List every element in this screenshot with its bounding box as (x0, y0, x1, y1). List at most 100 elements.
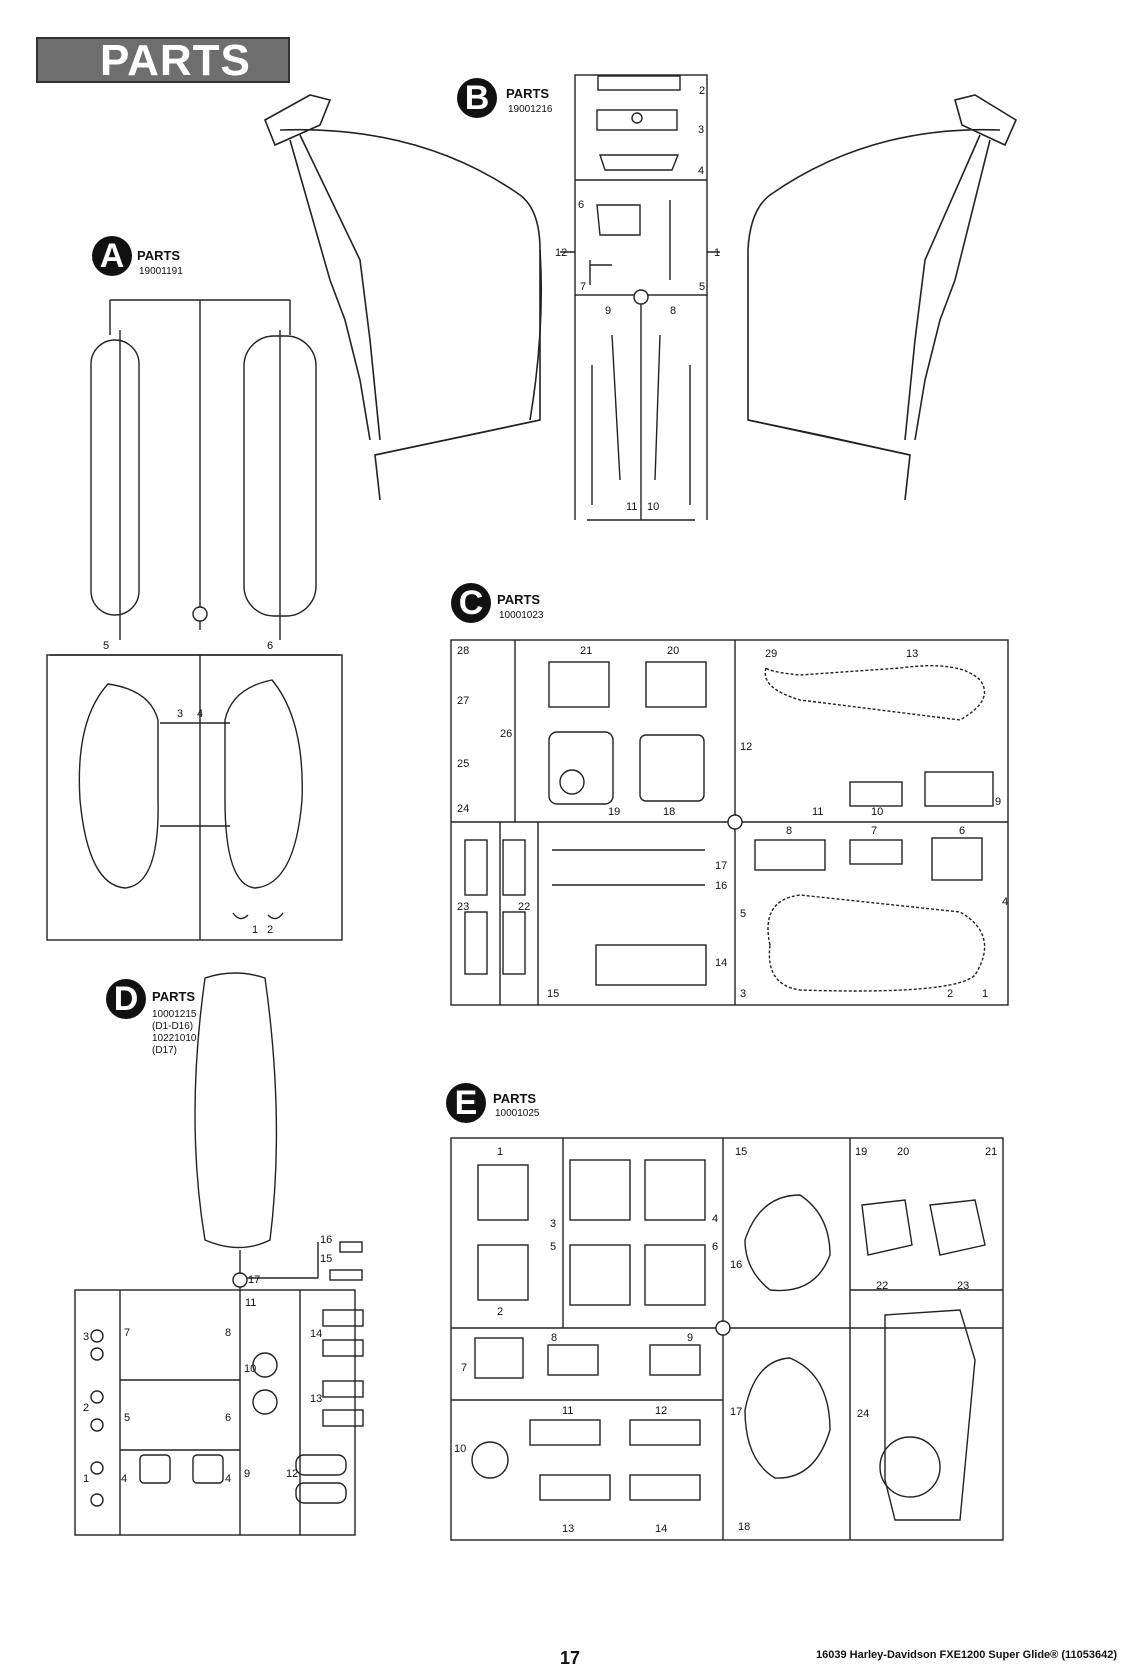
tree-c-badge: C (451, 583, 491, 623)
part-num: 20 (897, 1146, 909, 1158)
part-num: 4 (712, 1213, 718, 1225)
part-num: 5 (124, 1412, 130, 1424)
part-num: 7 (580, 281, 586, 293)
tree-e-label: PARTS (493, 1091, 537, 1106)
part-num: 4 (197, 708, 203, 720)
part-num: 20 (667, 645, 679, 657)
part-num: 1 (83, 1473, 89, 1485)
part-num: 15 (735, 1146, 747, 1158)
part-num: 9 (687, 1332, 693, 1344)
part-number-labels: 5 6 3 4 1 2 2 3 4 6 12 1 7 5 9 8 11 10 2… (83, 85, 1008, 1535)
part-num: 23 (957, 1280, 969, 1292)
part-num: 5 (550, 1241, 556, 1253)
tree-e-badge: E (446, 1083, 486, 1123)
part-num: 10 (871, 806, 883, 818)
part-num: 13 (906, 648, 918, 660)
part-num: 6 (959, 825, 965, 837)
part-num: 11 (812, 806, 823, 818)
part-num: 5 (740, 908, 746, 920)
tree-b-sprue (560, 74, 720, 521)
part-num: 8 (670, 305, 676, 317)
part-num: 15 (547, 988, 559, 1000)
part-num: 19 (855, 1146, 867, 1158)
part-num: 1 (982, 988, 988, 1000)
frame-left (263, 94, 543, 501)
footer-product-text: 16039 Harley-Davidson FXE1200 Super Glid… (816, 1649, 1117, 1661)
tree-a-sprue (46, 299, 343, 941)
part-num: 12 (655, 1405, 667, 1417)
tree-d-code: 10001215 (D1-D16) 10221010 (D17) (152, 1009, 197, 1056)
page-number: 17 (560, 1648, 581, 1668)
part-num: 24 (457, 803, 469, 815)
part-num: 4 (225, 1473, 231, 1485)
part-num: 14 (310, 1328, 322, 1340)
part-num: 29 (765, 648, 777, 660)
part-num: 4 (121, 1473, 127, 1485)
part-num: 10 (454, 1443, 466, 1455)
part-num: 19 (608, 806, 620, 818)
part-num: 2 (497, 1306, 503, 1318)
part-num: 11 (626, 501, 637, 513)
frame-right (747, 94, 1018, 501)
tree-e-sprue (450, 1137, 1004, 1541)
part-num: 16 (320, 1234, 332, 1246)
page-title: PARTS (100, 36, 251, 85)
tree-a-part-5-side-panel (90, 339, 140, 616)
tree-a-part-3-tank-half (78, 683, 159, 889)
part-num: 14 (715, 957, 727, 969)
part-num: 2 (83, 1402, 89, 1414)
part-num: 1 (497, 1146, 503, 1158)
tree-b-badge: B (457, 78, 497, 118)
part-num: 24 (857, 1408, 869, 1420)
part-num: 2 (267, 924, 273, 936)
part-num: 16 (730, 1259, 742, 1271)
part-num: 17 (730, 1406, 742, 1418)
part-num: 10 (647, 501, 659, 513)
part-num: 9 (244, 1468, 250, 1480)
tree-d-badge: D (106, 979, 146, 1019)
part-num: 6 (712, 1241, 718, 1253)
part-num: 13 (562, 1523, 574, 1535)
part-num: 6 (225, 1412, 231, 1424)
part-num: 9 (605, 305, 611, 317)
part-num: 2 (947, 988, 953, 1000)
part-num: 3 (740, 988, 746, 1000)
part-num: 12 (555, 247, 567, 259)
part-num: 27 (457, 695, 469, 707)
part-num: 9 (995, 796, 1001, 808)
tree-c-sprue (450, 639, 1009, 1006)
parts-header-bar (36, 37, 290, 83)
tree-d-label: PARTS (152, 989, 196, 1004)
tree-c-code: 10001023 (499, 610, 544, 621)
part-num: 7 (124, 1327, 130, 1339)
part-num: 7 (871, 825, 877, 837)
part-num: 16 (715, 880, 727, 892)
tree-e-code: 10001025 (495, 1108, 540, 1119)
part-num: 22 (518, 901, 530, 913)
part-num: 7 (461, 1362, 467, 1374)
tree-b-code: 19001216 (508, 104, 553, 115)
tree-a-label: PARTS (137, 248, 181, 263)
part-num: 12 (740, 741, 752, 753)
part-num: 8 (786, 825, 792, 837)
part-num: 26 (500, 728, 512, 740)
part-num: 14 (655, 1523, 667, 1535)
part-num: 5 (699, 281, 705, 293)
part-num: 3 (698, 124, 704, 136)
part-num: 6 (267, 640, 273, 652)
tree-d-seat (194, 972, 278, 1249)
part-num: 15 (320, 1253, 332, 1265)
part-num: 11 (562, 1405, 573, 1417)
tree-a-part-6-side-panel (243, 335, 317, 617)
tree-d-sprue (74, 972, 364, 1536)
part-num: 28 (457, 645, 469, 657)
part-num: 1 (252, 924, 258, 936)
part-num: 18 (738, 1521, 750, 1533)
tree-a-code: 19001191 (139, 266, 183, 277)
part-num: 3 (83, 1331, 89, 1343)
tree-a-part-1-2-brackets (232, 912, 284, 920)
part-num: 5 (103, 640, 109, 652)
part-num: 21 (580, 645, 592, 657)
part-num: 6 (578, 199, 584, 211)
part-num: 25 (457, 758, 469, 770)
